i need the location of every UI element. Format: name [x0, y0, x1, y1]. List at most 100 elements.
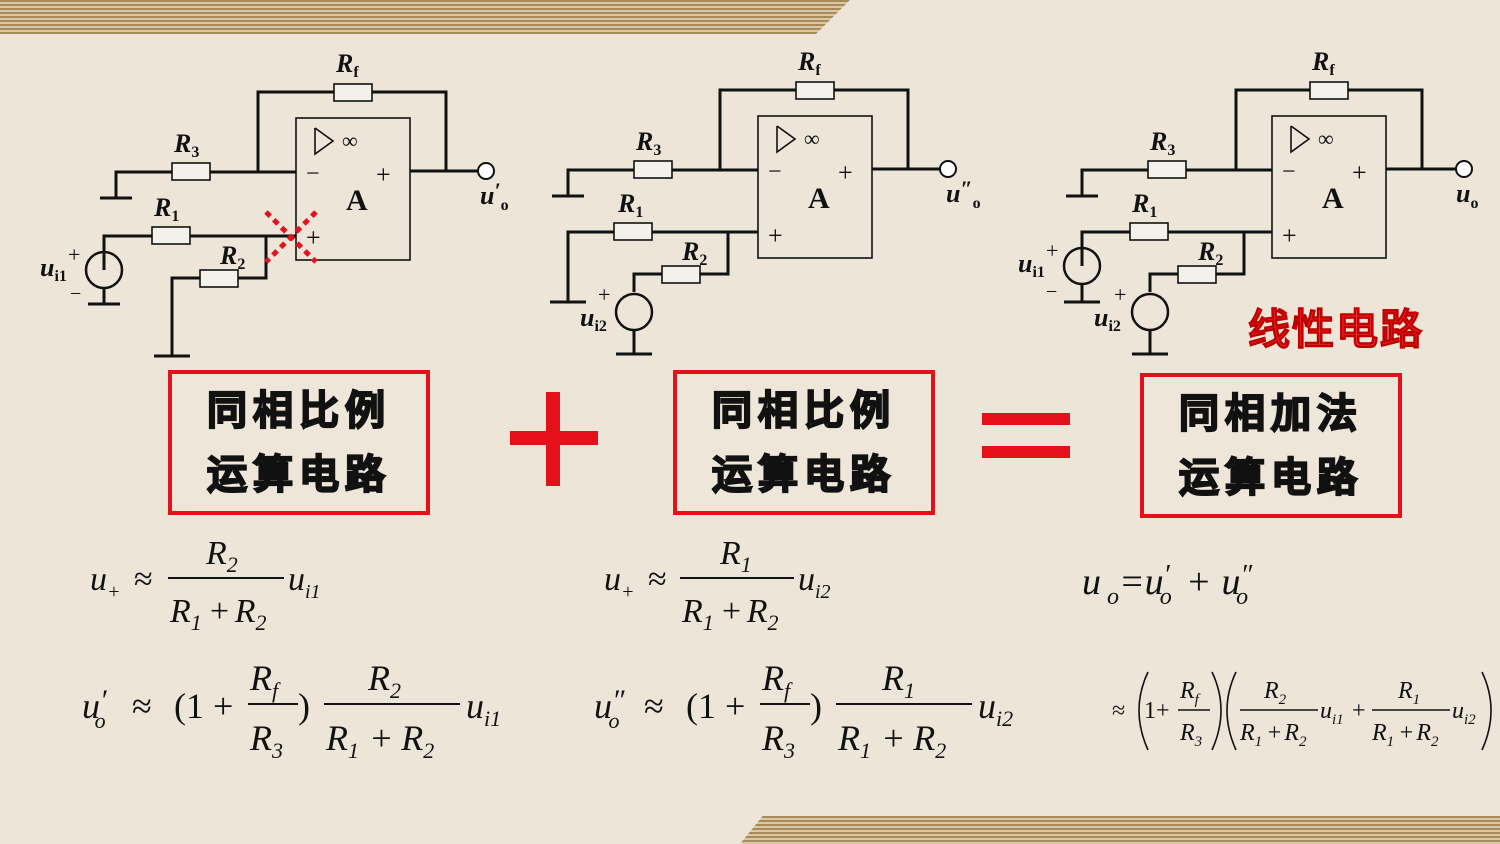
label-r1-2: R1	[617, 189, 643, 221]
resistor-r1-3	[1129, 222, 1169, 241]
svg-text:uo=u′o+u″o: uo=u′o+u″o	[1082, 560, 1252, 610]
box-noninverting-proportional-1: 同相比例 运算电路	[168, 370, 430, 515]
resistor-r3-3	[1147, 160, 1187, 179]
label-ui2-2: ui2	[580, 303, 607, 335]
box-noninverting-proportional-2: 同相比例 运算电路	[673, 370, 935, 515]
box-noninverting-adder: 同相加法 运算电路	[1140, 373, 1402, 518]
opamp-3-body	[1271, 115, 1387, 259]
label-output-1: u′o	[480, 178, 509, 214]
opamp-3-minus-sign: −	[1282, 159, 1296, 185]
opamp-3-output-plus: +	[1352, 158, 1367, 187]
formula-5: u″o ≈ (1 + Rf R3 ) R1 R1+R2 ui2	[594, 658, 1013, 763]
opamp-2-body	[757, 115, 873, 259]
label-ui2-3: ui2	[1094, 303, 1121, 335]
f4-close: )	[298, 686, 310, 726]
source-3b-plus: +	[1114, 282, 1126, 307]
voltage-source-3b	[1130, 292, 1170, 332]
opamp-1-triangle-icon	[314, 127, 335, 156]
opamp-2-plus-input: +	[768, 221, 783, 250]
opamp-1-minus-sign: −	[306, 161, 320, 187]
svg-text:u+: u+	[604, 561, 635, 603]
opamp-2-output-plus: +	[838, 158, 853, 187]
resistor-r2-1	[199, 269, 239, 288]
label-ui1-1: ui1	[40, 253, 67, 285]
break-x-marker-icon	[264, 210, 318, 264]
resistor-rf-3	[1309, 81, 1349, 100]
source-3a-plus: +	[1046, 238, 1058, 263]
circuit-2-r3-wire	[566, 168, 758, 196]
svg-text:R2: R2	[1263, 678, 1287, 708]
f6-paren-close-1	[1211, 671, 1222, 751]
label-r2-1: R2	[219, 241, 245, 273]
formula-6: ≈ 1+ Rf R3 R2 R1+R2 ui1 + R1 R1+R2 ui2	[1112, 671, 1492, 751]
svg-text:ui1: ui1	[466, 686, 501, 731]
svg-text:R1: R1	[1397, 678, 1420, 708]
resistor-r2-2	[661, 265, 701, 284]
circuit-3: ∞ − + A + Rf R3 R1 R2 + − ui1 + ui2 uo	[1018, 47, 1478, 356]
opamp-2-triangle-icon	[776, 125, 797, 154]
f6-approx: ≈	[1112, 698, 1125, 724]
formula-4: u′o ≈ (1 + Rf R3 ) R2 R1+R2 ui1	[82, 658, 501, 763]
circuit-1-r1-wire	[102, 234, 296, 270]
opamp-2-infinity: ∞	[804, 126, 820, 151]
circuit-2-r1-wire	[566, 230, 758, 302]
f1-tail: ui1	[288, 561, 321, 603]
svg-text:R3: R3	[249, 718, 283, 763]
label-r1-1: R1	[153, 193, 179, 225]
label-r3-2: R3	[635, 127, 661, 159]
resistor-r1-2	[613, 222, 653, 241]
box-2-line-1: 同相比例	[711, 387, 896, 435]
f2-approx: ≈	[648, 561, 667, 598]
source-1-minus: −	[70, 283, 81, 305]
f4-open: (1 +	[174, 686, 233, 726]
resistor-r1-1	[151, 226, 191, 245]
f2-denominator: R1+R2	[681, 593, 779, 635]
svg-text:ui2: ui2	[1452, 698, 1476, 728]
box-2-line-2: 运算电路	[711, 451, 896, 499]
formula-2: u+ ≈ R1 R1+R2 ui2	[604, 535, 831, 635]
circuit-2: ∞ − + A + Rf R3 R1 R2 + ui2 u″o	[550, 47, 981, 356]
label-r3-1: R3	[173, 129, 199, 161]
f5-close: )	[810, 686, 822, 726]
f1-numerator: R2	[205, 535, 238, 577]
f4-approx: ≈	[132, 686, 152, 726]
decorative-stripe-bottom	[740, 816, 1500, 844]
opamp-2-label: A	[808, 182, 830, 215]
f6-one: 1+	[1144, 698, 1170, 724]
f6-paren-open-2	[1226, 671, 1237, 751]
opamp-1-plus-input: +	[306, 223, 321, 252]
f6-mid-plus: +	[1352, 698, 1366, 724]
label-rf-1: Rf	[335, 49, 359, 81]
box-3-line-1: 同相加法	[1178, 390, 1363, 438]
opamp-3-plus-input: +	[1282, 221, 1297, 250]
box-1-line-2: 运算电路	[206, 451, 391, 499]
resistor-r3-2	[633, 160, 673, 179]
decorative-stripe-top	[0, 0, 850, 34]
label-r3-3: R3	[1149, 127, 1175, 159]
circuit-1-r3-wire	[114, 170, 296, 198]
circuit-3-r1-wire	[1080, 230, 1272, 266]
circuit-3-r3-wire	[1080, 168, 1272, 196]
opamp-1-infinity: ∞	[342, 128, 358, 153]
f1-denominator: R1+R2	[169, 593, 267, 635]
f6-paren-open-1	[1138, 671, 1149, 751]
label-ui1-3: ui1	[1018, 249, 1045, 281]
f6-paren-close-2	[1481, 671, 1492, 751]
box-1-line-1: 同相比例	[206, 387, 391, 435]
svg-text:Rf: Rf	[1179, 678, 1201, 708]
formula-1: u+ ≈ R2 R1+R2 ui1	[90, 535, 321, 635]
opamp-3-infinity: ∞	[1318, 126, 1334, 151]
f5-open: (1 +	[686, 686, 745, 726]
resistor-rf-1	[333, 83, 373, 102]
svg-text:R1+R2: R1+R2	[325, 718, 434, 763]
opamp-1-body	[295, 117, 411, 261]
svg-text:ui2: ui2	[978, 686, 1013, 731]
svg-text:R1: R1	[881, 658, 915, 703]
svg-text:R1+R2: R1+R2	[1371, 720, 1439, 750]
opamp-2-minus-sign: −	[768, 159, 782, 185]
resistor-r2-3	[1177, 265, 1217, 284]
circuit-2-output-terminal	[939, 160, 957, 178]
label-r2-3: R2	[1197, 237, 1223, 269]
